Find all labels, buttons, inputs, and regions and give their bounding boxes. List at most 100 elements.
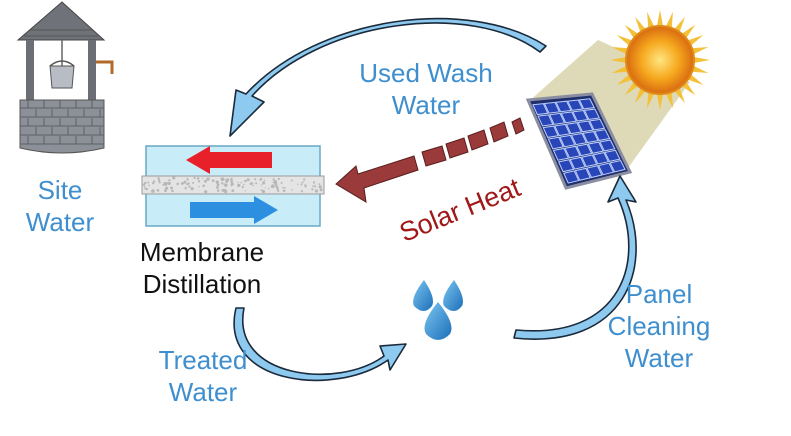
sun-ray: [687, 35, 704, 46]
sun-ray: [624, 81, 639, 96]
panel-cell: [586, 165, 603, 179]
wishing-well-icon: [16, 1, 114, 154]
sun-ray: [616, 35, 633, 46]
membrane-pore: [243, 184, 245, 186]
membrane-pore: [314, 189, 318, 193]
membrane-pore: [184, 187, 187, 190]
membrane-pore: [283, 187, 286, 189]
membrane-pore: [237, 181, 239, 183]
membrane-pore: [319, 186, 322, 188]
membrane-distillation-label: Membrane Distillation: [139, 237, 265, 299]
membrane-pore: [252, 184, 254, 187]
panel-cell: [566, 99, 584, 111]
membrane-pore: [277, 177, 280, 180]
panel-cell: [587, 141, 604, 154]
panel-cell: [569, 156, 586, 170]
membrane-pore: [280, 181, 283, 184]
membrane-pore: [312, 185, 314, 188]
panel-cell: [572, 109, 589, 122]
membrane-pore: [221, 182, 224, 185]
membrane-pore: [183, 180, 187, 184]
membrane-pore: [187, 182, 190, 185]
membrane-pore: [151, 189, 155, 193]
membrane-pore: [297, 183, 299, 185]
sun-ray: [665, 11, 673, 29]
membrane-pore: [164, 181, 168, 186]
membrane-pore: [168, 179, 171, 182]
membrane-pore: [301, 181, 303, 184]
panel-cell: [582, 131, 599, 144]
membrane-pore: [262, 181, 266, 185]
membrane-pore: [188, 185, 191, 188]
sun-ray: [656, 93, 664, 110]
membrane-pore: [259, 179, 262, 181]
panel-cell: [532, 103, 549, 116]
site-water-label: Site Water: [25, 175, 95, 237]
membrane-pore: [196, 177, 200, 180]
membrane-pore: [190, 187, 194, 191]
membrane-pore: [303, 178, 306, 181]
membrane-pore: [282, 186, 284, 189]
panel-cell: [560, 111, 577, 124]
membrane-pore: [272, 178, 275, 181]
panel-cell: [563, 170, 580, 184]
panel-cell: [577, 120, 594, 133]
panel-cleaning-water-arrow: [513, 175, 637, 340]
sun-icon: [610, 10, 710, 110]
membrane-pore: [260, 189, 263, 192]
panel-cell: [555, 100, 572, 113]
panel-cell: [609, 159, 626, 173]
sun-ray: [624, 24, 639, 39]
membrane-pore: [206, 177, 210, 181]
membrane-pore: [304, 185, 307, 188]
membrane-pore: [272, 181, 274, 184]
membrane-pore: [271, 184, 275, 188]
membrane-pore: [165, 186, 169, 190]
membrane-pore: [221, 188, 225, 192]
membrane-pore: [167, 181, 171, 185]
membrane-pore: [302, 181, 305, 183]
panel-cell: [565, 122, 583, 135]
membrane-module-icon: [141, 145, 325, 227]
membrane-pore: [172, 176, 176, 180]
sun-ray: [656, 10, 664, 27]
membrane-pore: [275, 184, 278, 187]
membrane-pore: [171, 189, 174, 193]
panel-cell: [592, 152, 610, 165]
membrane-pore: [193, 176, 196, 180]
membrane-pore: [225, 189, 227, 191]
membrane-pore: [216, 186, 219, 189]
panel-cell: [537, 114, 554, 127]
panel-cell: [574, 167, 591, 181]
sun-ray: [610, 56, 627, 64]
membrane-pore: [142, 183, 146, 186]
panel-cell: [547, 136, 564, 150]
membrane-pore: [224, 183, 228, 187]
membrane-pore: [220, 177, 225, 181]
cold-stream-arrow: [190, 196, 278, 224]
panel-cell: [548, 112, 566, 125]
membrane-pore: [319, 188, 323, 192]
panel-cell: [552, 147, 570, 161]
membrane-pore: [148, 184, 151, 187]
panel-cell: [604, 149, 621, 162]
panel-cell: [578, 98, 595, 110]
sun-ray: [616, 74, 633, 85]
membrane-pore: [318, 183, 321, 186]
membrane-pore: [197, 180, 201, 183]
membrane-pore: [261, 189, 265, 194]
membrane-pore: [163, 181, 165, 184]
membrane-pore: [170, 186, 173, 190]
membrane-pore: [246, 178, 250, 182]
membrane-pore: [229, 177, 232, 180]
membrane-pore: [164, 189, 167, 193]
membrane-pore: [216, 189, 220, 192]
panel-cell: [554, 123, 571, 137]
membrane-pore: [176, 182, 179, 186]
membrane-pore: [230, 179, 234, 183]
membrane-pore: [241, 186, 244, 189]
sun-ray: [691, 65, 709, 73]
membrane-pore: [223, 189, 228, 194]
membrane-pore: [277, 189, 280, 192]
